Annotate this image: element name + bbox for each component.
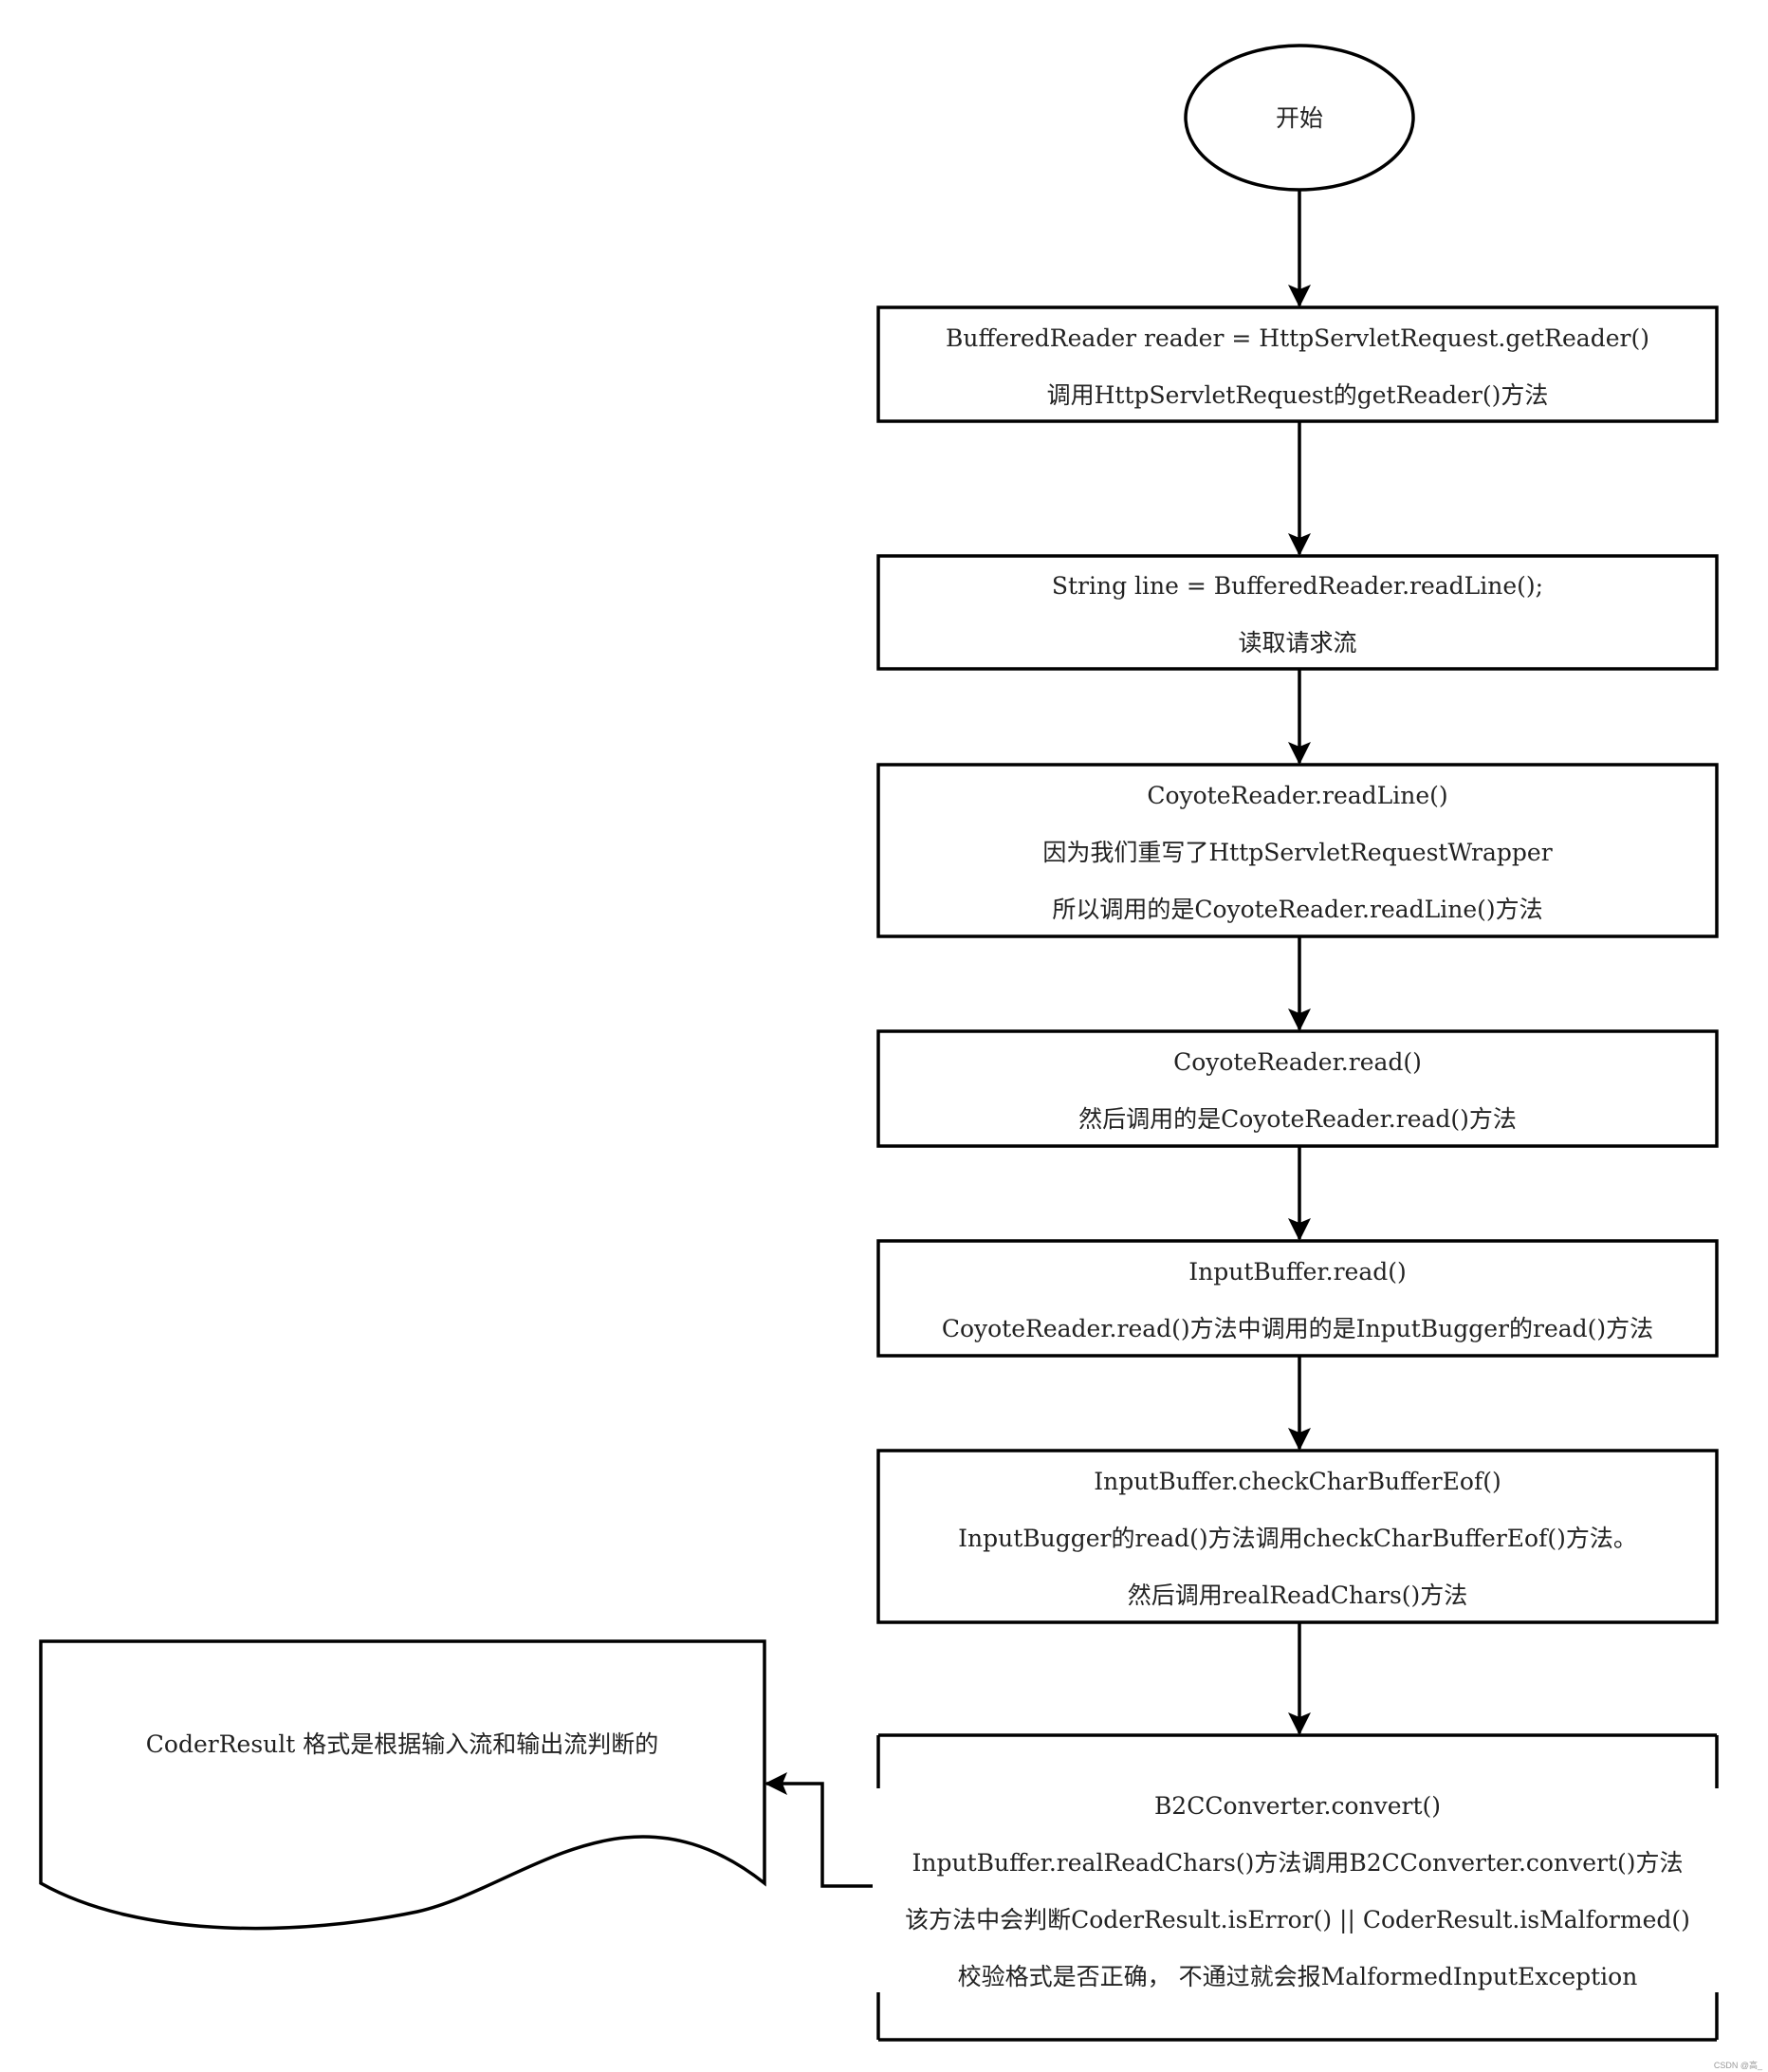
step-2-line-1: String line = BufferedReader.readLine(); [1052,572,1543,600]
step-1-box: BufferedReader reader = HttpServletReque… [876,305,1719,423]
step-2-line-2: 读取请求流 [1238,629,1356,657]
step-5-line-1: InputBuffer.read() [1188,1258,1406,1286]
step-7-line-2: InputBuffer.realReadChars()方法调用B2CConver… [912,1849,1683,1877]
step-3-line-3: 所以调用的是CoyoteReader.readLine()方法 [1052,896,1542,923]
note-shape [39,1639,766,1931]
watermark: CSDN @高_ [1714,2060,1763,2070]
step-3-line-2: 因为我们重写了HttpServletRequestWrapper [1042,839,1552,866]
step-1-line-2: 调用HttpServletRequest的getReader()方法 [1047,381,1549,409]
start-node: 开始 [1184,44,1415,192]
step-7-line-4: 校验格式是否正确， 不通过就会报MalformedInputException [958,1963,1638,1990]
step-1-line-1: BufferedReader reader = HttpServletReque… [946,324,1649,352]
connectors [764,190,1311,1888]
step-2-box: String line = BufferedReader.readLine();… [876,554,1719,671]
step-6-line-1: InputBuffer.checkCharBufferEof() [1094,1468,1501,1495]
step-6-line-2: InputBugger的read()方法调用checkCharBufferEof… [958,1525,1637,1552]
step-3-box: CoyoteReader.readLine() 因为我们重写了HttpServl… [876,763,1719,938]
step-4-line-1: CoyoteReader.read() [1173,1048,1422,1076]
arrow-step7-to-note [764,1772,873,1888]
step-4-box: CoyoteReader.read() 然后调用的是CoyoteReader.r… [876,1029,1719,1148]
step-6-box: InputBuffer.checkCharBufferEof() InputBu… [876,1449,1719,1624]
step-6-line-3: 然后调用realReadChars()方法 [1128,1582,1468,1609]
note-text: CoderResult 格式是根据输入流和输出流判断的 [146,1730,658,1758]
start-label: 开始 [1276,104,1323,132]
step-7-line-3: 该方法中会判断CoderResult.isError() || CoderRes… [905,1906,1690,1934]
step-5-box: InputBuffer.read() CoyoteReader.read()方法… [876,1239,1719,1358]
note-document: CoderResult 格式是根据输入流和输出流判断的 [39,1639,766,1931]
step-5-line-2: CoyoteReader.read()方法中调用的是InputBugger的re… [942,1315,1653,1342]
step-7-line-1: B2CConverter.convert() [1154,1792,1441,1820]
step-4-line-2: 然后调用的是CoyoteReader.read()方法 [1078,1105,1517,1133]
step-3-line-1: CoyoteReader.readLine() [1147,782,1447,809]
step-7-box: B2CConverter.convert() InputBuffer.realR… [876,1733,1719,2042]
